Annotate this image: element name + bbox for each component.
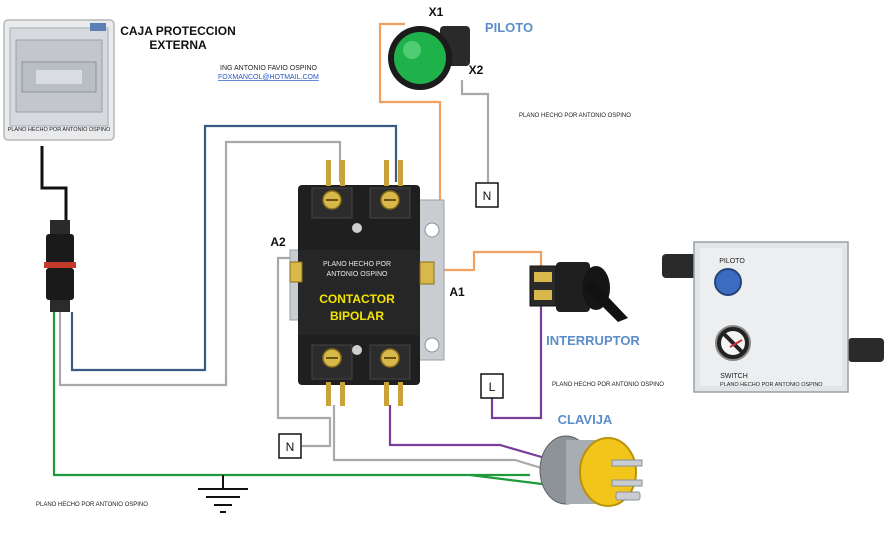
contactor-a1-label: A1 [449,285,465,299]
contactor-text-line2: ANTONIO OSPINO [327,271,388,278]
pilot-x1-label: X1 [429,5,444,19]
control-box-pilot-label: PILOTO [719,258,745,265]
contactor [289,160,445,406]
neutral-bottom-label: N [286,440,295,454]
gray-plug-wire [332,405,549,472]
watermark-bottom-left: PLANO HECHO POR ANTONIO OSPINO [36,502,148,508]
pilot-x2-label: X2 [469,63,484,77]
control-box-pilot-lamp [714,268,742,296]
blue-wire [70,124,398,372]
selector-switch [529,262,628,322]
control-box-switch-label: SWITCH [720,373,748,380]
gray-x2-wire [460,80,490,184]
purple-plug-wire [388,405,546,460]
enclosure-title-line1: CAJA PROTECCION [120,24,236,38]
contactor-text-line1: PLANO HECHO POR [323,261,391,268]
purple-wire [490,305,543,420]
author-email: FOXMANCOL@HOTMAIL.COM [218,74,319,81]
neutral-terminal-top: N [475,182,499,208]
line-label: L [489,380,496,394]
control-box [662,241,884,393]
contactor-name-line1: CONTACTOR [319,292,395,306]
enclosure-caption: PLANO HECHO POR ANTONIO OSPINO [8,127,111,133]
green-plug-wire [469,473,551,487]
protection-enclosure: PLANO HECHO POR ANTONIO OSPINO [3,19,115,141]
plug [539,435,643,507]
contactor-a2-label: A2 [270,235,286,249]
pilot-label: PILOTO [485,20,533,35]
switch-label: INTERRUPTOR [546,333,640,348]
black-wire [40,146,68,222]
line-terminal: L [480,373,504,399]
enclosure-title-line2: EXTERNA [149,38,207,52]
watermark-top-right: PLANO HECHO POR ANTONIO OSPINO [519,113,631,119]
author-name: ING ANTONIO FAVIO OSPINO [220,65,318,72]
gray-wire [58,140,342,387]
neutral-terminal-bottom: N [278,433,302,459]
contactor-name-line2: BIPOLAR [330,309,384,323]
green-ground-wire [52,312,530,477]
plug-label: CLAVIJA [558,412,613,427]
ground-symbol [198,475,248,513]
neutral-top-label: N [483,189,492,203]
control-box-caption: PLANO HECHO POR ANTONIO OSPINO [720,382,823,388]
cable-gland [44,220,76,312]
watermark-mid-right: PLANO HECHO POR ANTONIO OSPINO [552,382,664,388]
gray-a2-wire [276,256,332,448]
pilot-light [388,26,470,90]
